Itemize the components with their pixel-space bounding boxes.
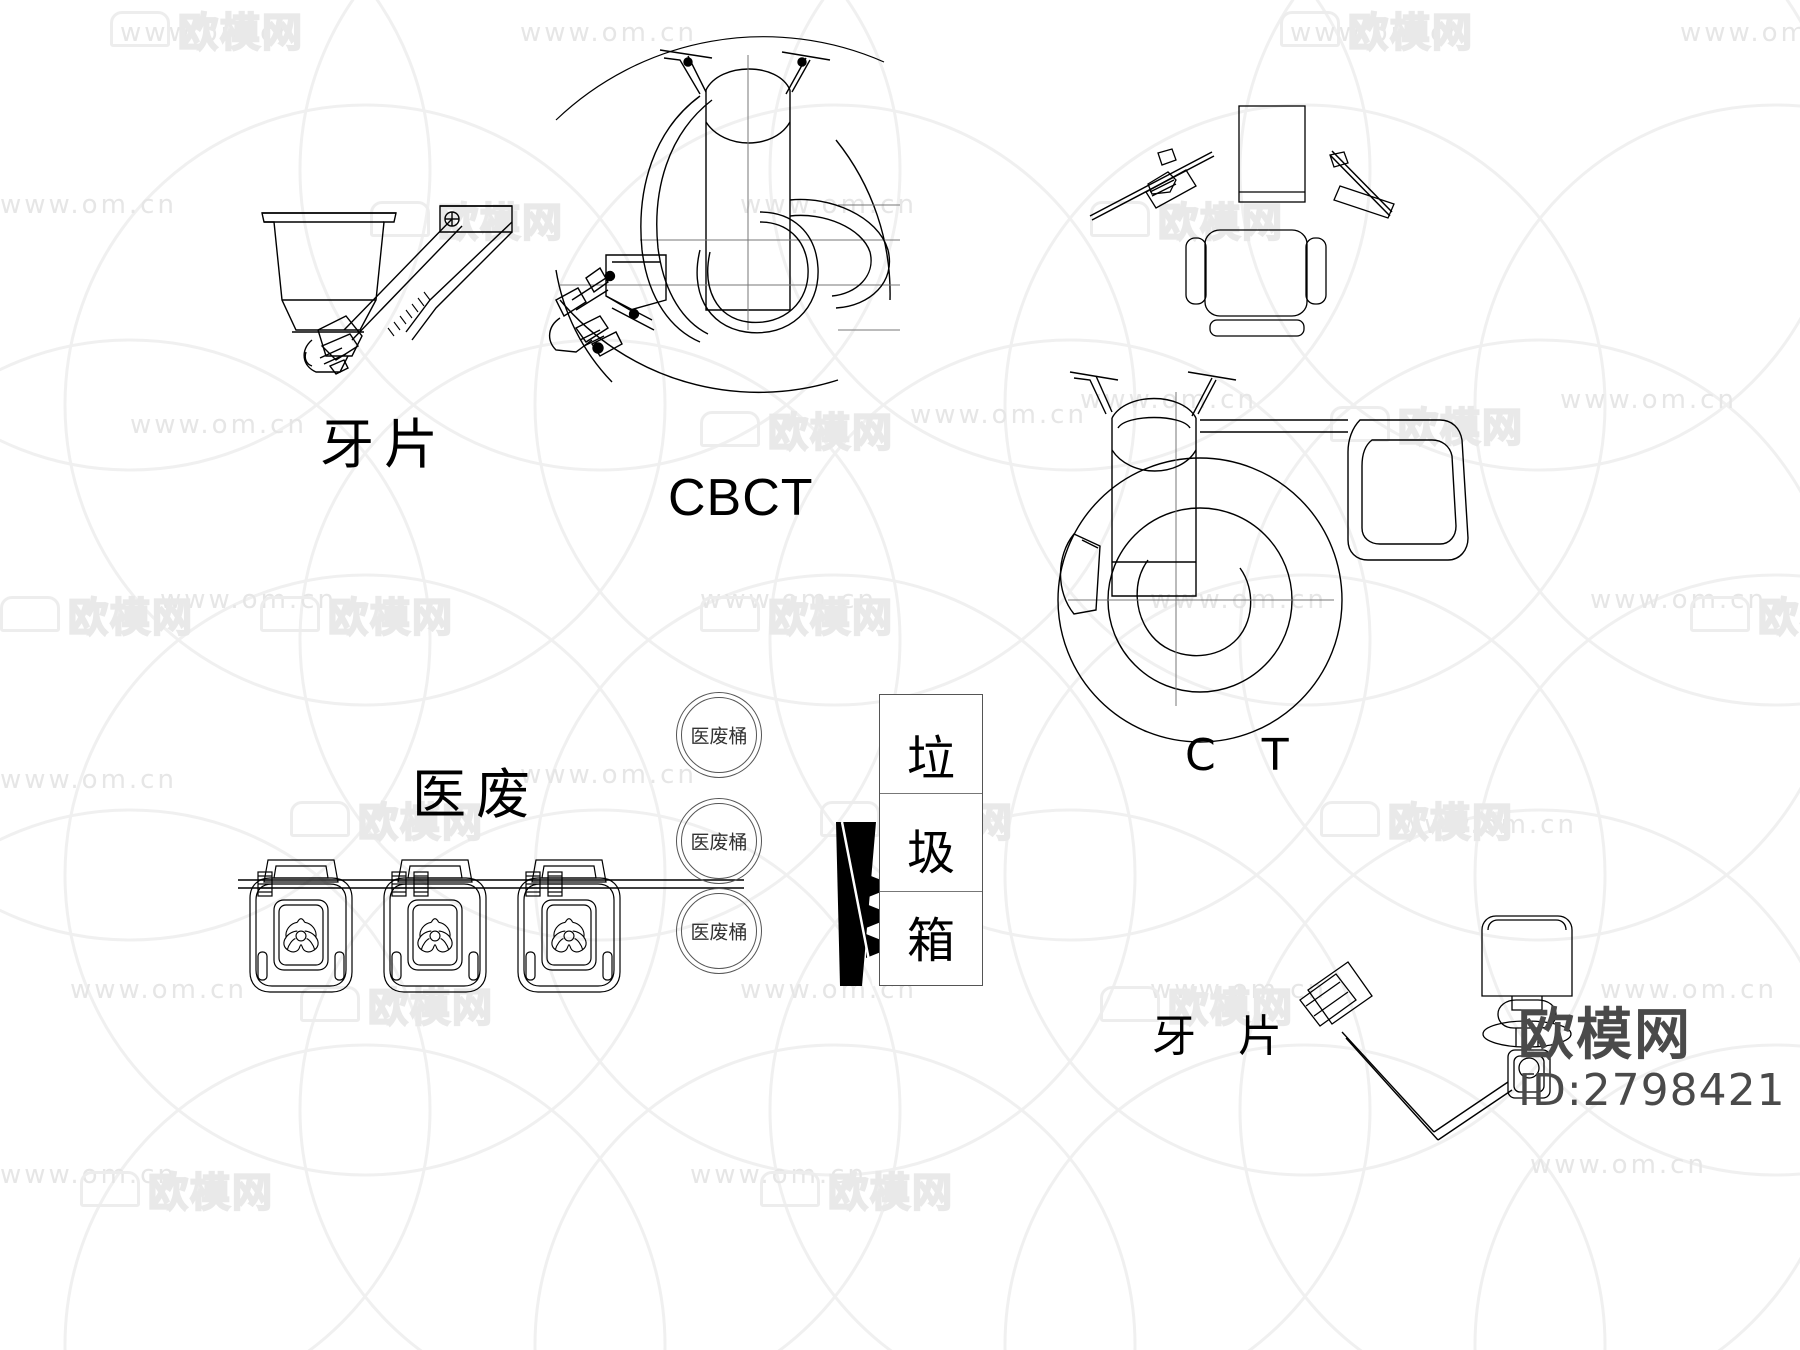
site-logo: 欧模网 ID:2798421: [1518, 1008, 1786, 1114]
label-dental-film-bottom: 牙 片: [1152, 1011, 1296, 1062]
label-cbct: CBCT: [668, 469, 814, 527]
trash-box: 垃 圾 箱: [879, 694, 983, 986]
dental-xray-wall-unit-top-left: [261, 205, 513, 375]
label-dental-film-top: 牙片: [320, 413, 448, 476]
medical-waste-bins: [238, 859, 744, 993]
cbct-scanner: [549, 36, 900, 394]
trash-box-char-1: 垃: [906, 731, 955, 787]
trash-box-char-3: 箱: [906, 913, 955, 969]
label-ct: C T: [1185, 730, 1305, 781]
dental-xray-wall-unit-bottom: [1299, 915, 1573, 1141]
trash-box-char-2: 圾: [906, 825, 955, 881]
trash-box-divider-1: [880, 793, 982, 794]
label-medical-waste: 医废: [412, 763, 540, 826]
bin-tag-3: 医废桶: [676, 888, 762, 974]
trash-box-divider-2: [880, 891, 982, 892]
site-logo-id: ID:2798421: [1518, 1065, 1786, 1116]
bin-tag-2: 医废桶: [676, 798, 762, 884]
reception-desk-and-chair: [1089, 105, 1395, 337]
ct-scanner: [1057, 371, 1469, 743]
site-logo-brand: 欧模网: [1518, 1003, 1692, 1068]
bin-tag-1: 医废桶: [676, 692, 762, 778]
